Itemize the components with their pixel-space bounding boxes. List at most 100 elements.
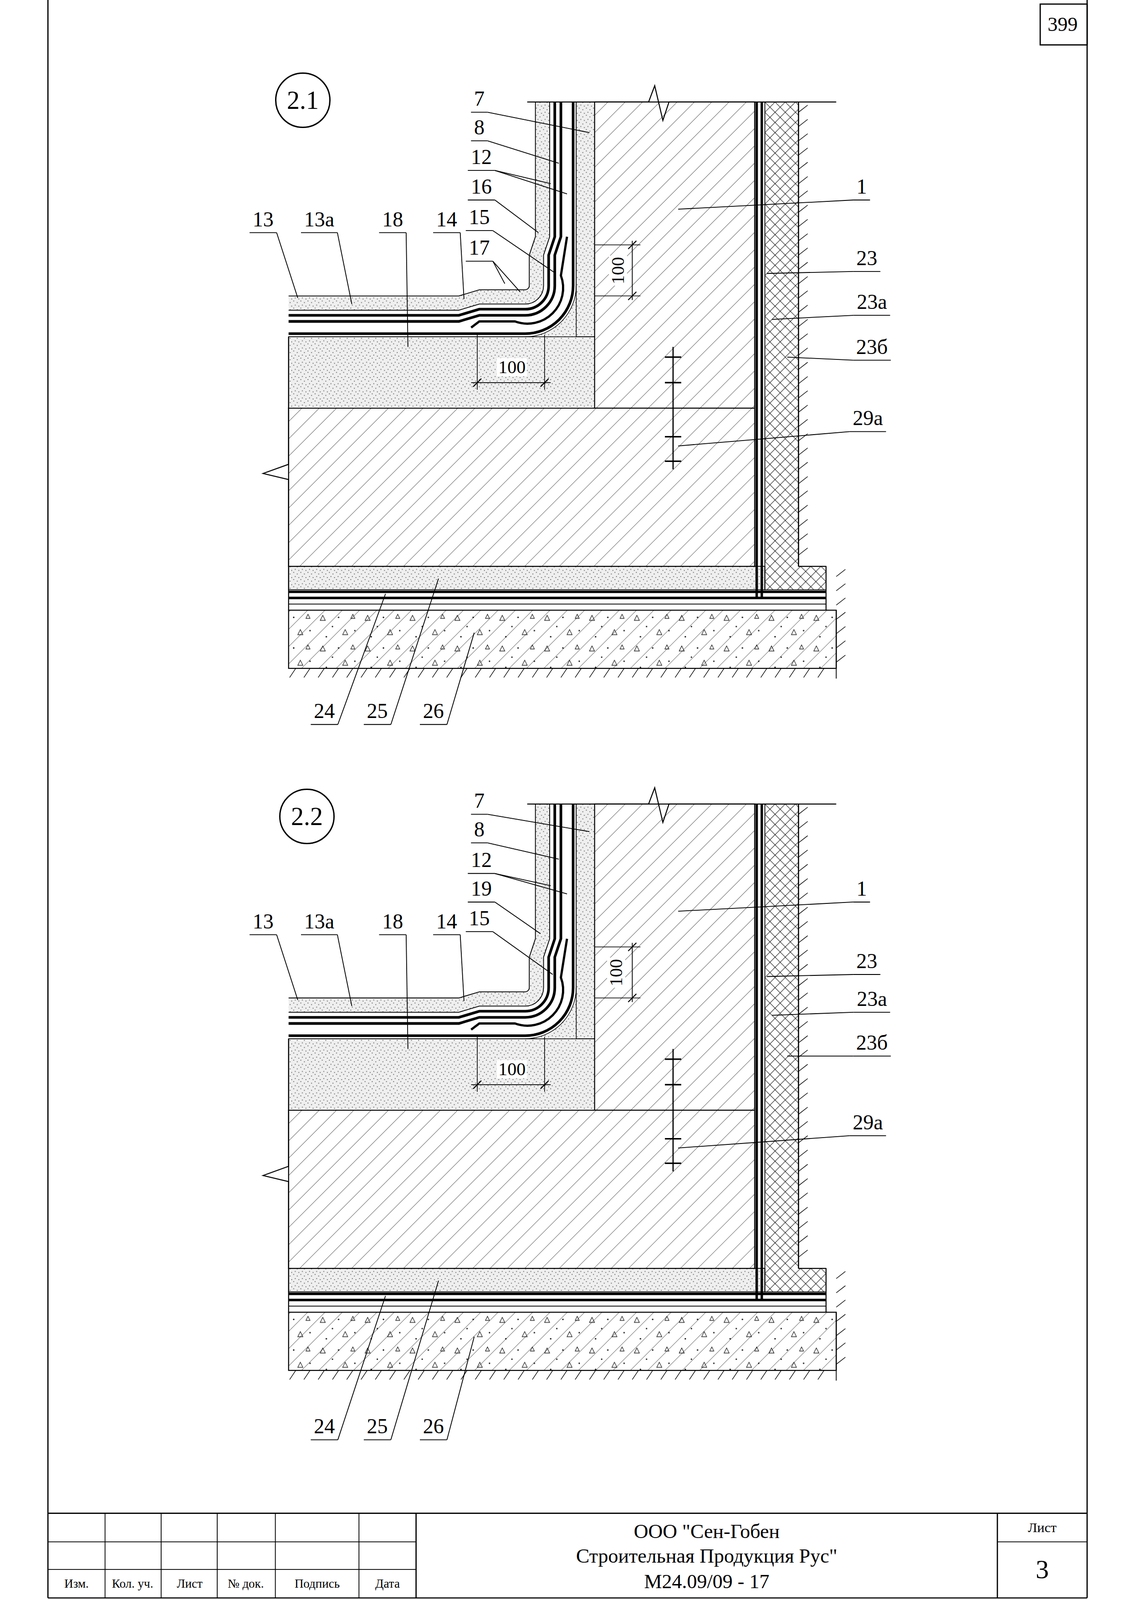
frame-line xyxy=(996,1512,999,1598)
soil-line xyxy=(835,609,837,679)
seal-symbol-tick xyxy=(664,1137,682,1139)
soil-tick xyxy=(798,1006,808,1015)
membrane-line xyxy=(288,603,827,605)
callout-number: 14 xyxy=(436,910,458,932)
soil-tick xyxy=(703,668,710,678)
callout-number: 15 xyxy=(469,907,490,929)
soil-tick xyxy=(732,1369,739,1379)
seal-symbol-tick xyxy=(664,356,682,358)
top-coat-edge xyxy=(288,102,536,297)
soil-tick xyxy=(817,668,824,678)
soil-tick xyxy=(798,1020,808,1029)
concrete-prep-aggregate xyxy=(288,609,837,669)
title-block-text: 3 xyxy=(1035,1555,1049,1583)
dimension-tick xyxy=(473,1080,482,1089)
callout-number: 24 xyxy=(313,700,335,722)
soil-tick xyxy=(798,476,808,484)
reinforcing-strip xyxy=(471,938,568,1030)
detail-number: 2.1 xyxy=(286,87,319,113)
leader-underline xyxy=(301,933,338,935)
soil-tick xyxy=(836,583,846,591)
soil-tick xyxy=(798,176,808,184)
callout-number: 8 xyxy=(474,117,485,138)
callout-number: 13 xyxy=(252,209,274,230)
soil-tick xyxy=(789,668,796,678)
leader-underline xyxy=(470,813,488,815)
leader-underline xyxy=(378,232,406,234)
leader-line xyxy=(771,315,854,320)
leader-line xyxy=(487,842,559,859)
sheet-number-box xyxy=(1040,4,1088,46)
title-cell-line xyxy=(275,1512,276,1598)
soil-tick xyxy=(575,1369,582,1379)
soil-tick xyxy=(798,190,808,199)
soil-tick xyxy=(475,1369,482,1379)
leader-underline xyxy=(378,933,406,935)
leader-line xyxy=(337,232,353,305)
soil-tick xyxy=(798,133,808,141)
soil-tick xyxy=(798,1063,808,1072)
leader-underline xyxy=(470,842,488,843)
leader-underline xyxy=(419,723,447,725)
soil-tick xyxy=(318,1369,325,1379)
soil-tick xyxy=(361,668,368,678)
soil-tick xyxy=(803,668,810,678)
soil-tick xyxy=(798,490,808,498)
dimension-tick xyxy=(540,378,549,387)
leader-underline xyxy=(852,359,891,361)
soil-tick xyxy=(798,964,808,972)
soil-tick xyxy=(346,1369,353,1379)
callout-number: 8 xyxy=(474,818,485,840)
soil-tick xyxy=(798,1206,808,1215)
leader-underline xyxy=(467,199,495,201)
dimension-extension xyxy=(476,334,478,390)
soil-tick xyxy=(798,978,808,986)
soil-tick xyxy=(798,276,808,284)
leader-line xyxy=(460,232,465,300)
soil-tick xyxy=(703,1369,710,1379)
title-block-text: Лист xyxy=(1027,1520,1057,1534)
soil-tick xyxy=(798,505,808,513)
leader-underline xyxy=(467,901,495,903)
soil-tick xyxy=(836,1356,846,1364)
soil-tick xyxy=(718,668,725,678)
soil-tick xyxy=(389,668,396,678)
seal-symbol-tick xyxy=(664,1083,682,1085)
seal-symbol-tick xyxy=(664,1162,682,1164)
leader-underline xyxy=(853,901,870,903)
soil-tick xyxy=(836,597,846,606)
soil-tick xyxy=(389,1369,396,1379)
membrane-layer xyxy=(288,102,562,322)
soil-tick xyxy=(798,419,808,427)
soil-tick xyxy=(617,668,624,678)
soil-tick xyxy=(718,1369,725,1379)
soil-tick xyxy=(798,547,808,556)
callout-number: 7 xyxy=(474,790,485,812)
callout-number: 23б xyxy=(856,336,888,358)
soil-tick xyxy=(798,1092,808,1100)
leader-underline xyxy=(849,431,887,433)
soil-tick xyxy=(803,1369,810,1379)
soil-tick xyxy=(589,668,596,678)
soil-tick xyxy=(798,204,808,213)
soil-tick xyxy=(732,668,739,678)
title-block-text: Строительная Продукция Рус" xyxy=(576,1545,838,1566)
leader-line xyxy=(495,872,567,894)
callout-number: 7 xyxy=(474,88,485,110)
dimension-tick xyxy=(627,240,637,250)
soil-tick xyxy=(798,219,808,227)
soil-tick xyxy=(646,668,653,678)
dimension-extension xyxy=(476,1036,478,1092)
title-block-text: Лист xyxy=(176,1577,203,1590)
soil-tick xyxy=(798,262,808,270)
leader-line xyxy=(766,974,854,976)
membrane-line xyxy=(288,590,827,593)
seal-symbol xyxy=(672,1048,674,1172)
callout-number: 19 xyxy=(470,877,492,899)
leader-underline xyxy=(433,933,460,935)
soil-tick xyxy=(798,849,808,858)
callout-number: 16 xyxy=(470,176,492,198)
break-line xyxy=(263,336,289,610)
soil-tick xyxy=(798,835,808,843)
